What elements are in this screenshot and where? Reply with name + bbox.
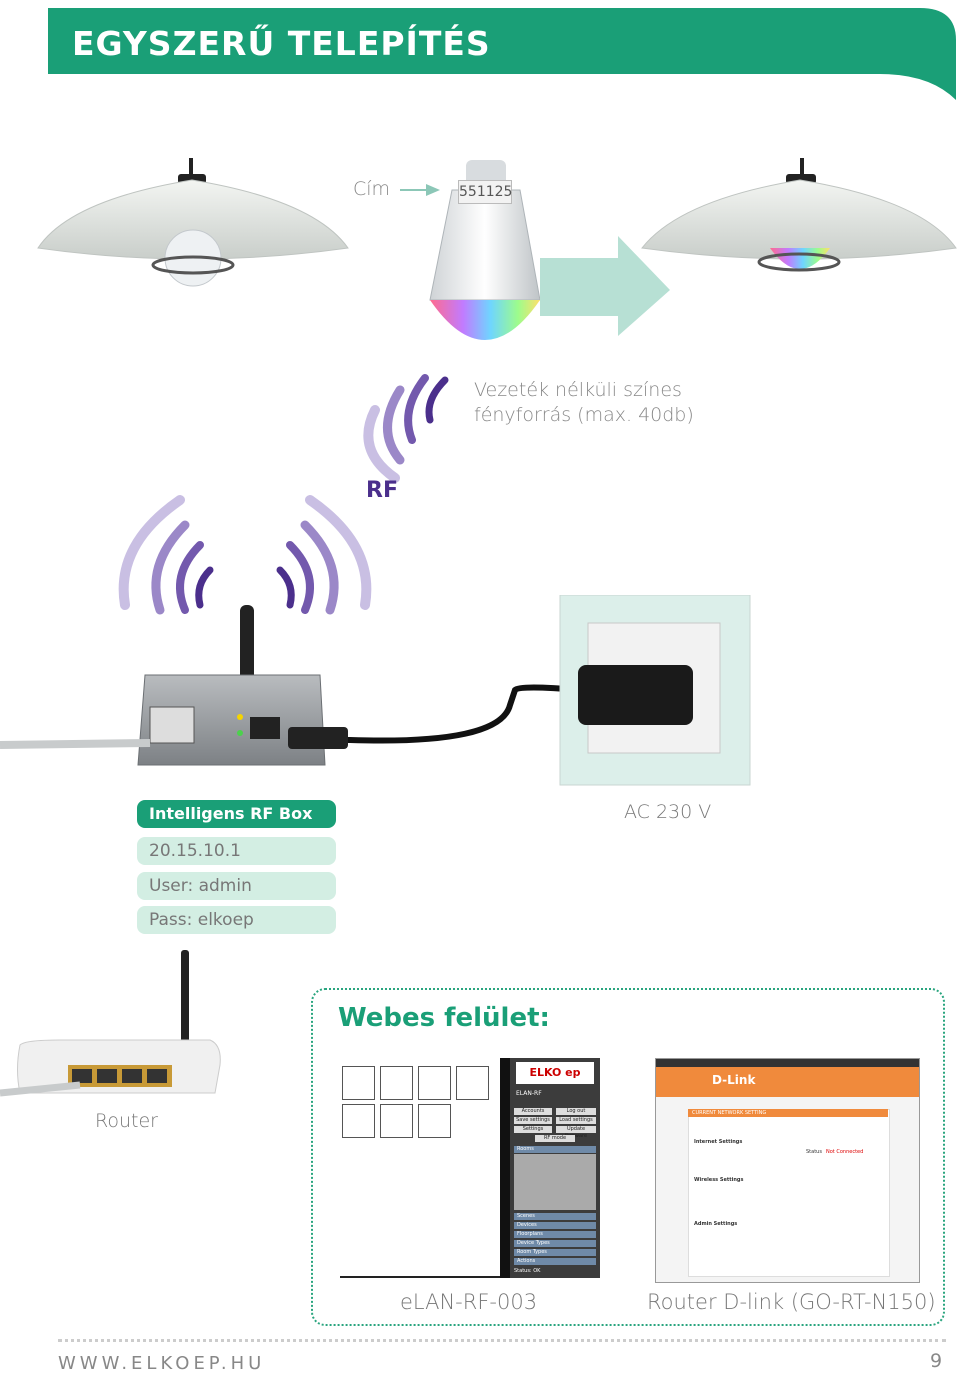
dlink-caption: Router D-link (GO-RT-N150) [647, 1290, 936, 1314]
rf-box-user: User: admin [137, 872, 336, 900]
elan-logo: ELKO ep [516, 1062, 594, 1084]
device-types-bar[interactable]: Device Types [514, 1240, 596, 1247]
router-label: Router [95, 1110, 158, 1132]
device-tile [380, 1104, 413, 1138]
page-title: EGYSZERŰ TELEPÍTÉS [72, 24, 491, 63]
update-firmware-button[interactable]: Update firmware [556, 1126, 596, 1139]
elan-side-panel: ELKO ep ELAN-RF Accounts Log out Save se… [510, 1058, 600, 1278]
dlink-section: CURRENT NETWORK SETTING [688, 1109, 888, 1117]
ac-voltage-label: AC 230 V [624, 801, 712, 823]
dlink-admin: Admin Settings [694, 1221, 738, 1227]
elan-screenshot: ELKO ep ELAN-RF Accounts Log out Save se… [340, 1058, 600, 1278]
rf-waves [118, 374, 449, 615]
room-types-bar[interactable]: Room Types [514, 1249, 596, 1256]
footer-divider [58, 1339, 946, 1342]
accounts-button[interactable]: Accounts [514, 1108, 552, 1115]
rooms-bar[interactable]: Rooms [514, 1146, 596, 1153]
floorplans-bar[interactable]: Floorplans [514, 1231, 596, 1238]
product-code: 551125 [458, 180, 512, 204]
bulb-description: Vezeték nélküli színes fényforrás (max. … [474, 378, 694, 428]
rf-box-title: Intelligens RF Box [137, 800, 336, 828]
right-lamp [641, 158, 957, 272]
rf-box-pass: Pass: elkoep [137, 906, 336, 934]
device-tile [342, 1066, 375, 1100]
router-illustration [0, 950, 221, 1097]
footer-url[interactable]: WWW.ELKOEP.HU [58, 1353, 266, 1374]
dlink-status-label: Status [806, 1149, 822, 1155]
web-interface-title: Webes felület: [338, 1003, 550, 1033]
dlink-wireless: Wireless Settings [694, 1177, 744, 1183]
settings-button[interactable]: Settings [514, 1126, 552, 1133]
bulb-description-line1: Vezeték nélküli színes [474, 379, 682, 401]
device-tile [342, 1104, 375, 1138]
elan-device: ELAN-RF [516, 1090, 542, 1097]
dlink-screenshot: D-Link CURRENT NETWORK SETTING Internet … [655, 1058, 920, 1283]
rf-mode-button[interactable]: RF mode [535, 1135, 575, 1142]
address-label: Cím [353, 178, 391, 200]
router-antenna [181, 950, 189, 1050]
load-settings-button[interactable]: Load settings [556, 1117, 596, 1124]
rf-box-illustration [0, 595, 751, 786]
scenes-bar[interactable]: Scenes [514, 1213, 596, 1220]
save-settings-button[interactable]: Save settings [514, 1117, 552, 1124]
rf-box-ip: 20.15.10.1 [137, 837, 336, 865]
page-number: 9 [930, 1350, 943, 1372]
power-adapter [578, 665, 693, 725]
elan-status: Status: OK [514, 1268, 541, 1274]
device-tile [380, 1066, 413, 1100]
rf-label: RF [366, 478, 398, 503]
bulb-description-line2: fényforrás (max. 40db) [474, 404, 694, 426]
left-lamp [37, 158, 349, 287]
actions-bar[interactable]: Actions [514, 1258, 596, 1265]
dlink-internet: Internet Settings [694, 1139, 743, 1145]
lamp-illustration [37, 158, 957, 340]
dlink-logo: D-Link [712, 1073, 756, 1087]
web-interface-panel [311, 988, 945, 1326]
logout-button[interactable]: Log out [556, 1108, 596, 1115]
elan-caption: eLAN-RF-003 [400, 1290, 538, 1314]
install-arrow [540, 236, 670, 336]
device-tile [418, 1104, 451, 1138]
device-tile [418, 1066, 451, 1100]
antenna [240, 605, 254, 685]
header-banner [48, 8, 956, 100]
device-tile [456, 1066, 489, 1100]
dlink-status-value: Not Connected [826, 1149, 864, 1155]
devices-bar[interactable]: Devices [514, 1222, 596, 1229]
